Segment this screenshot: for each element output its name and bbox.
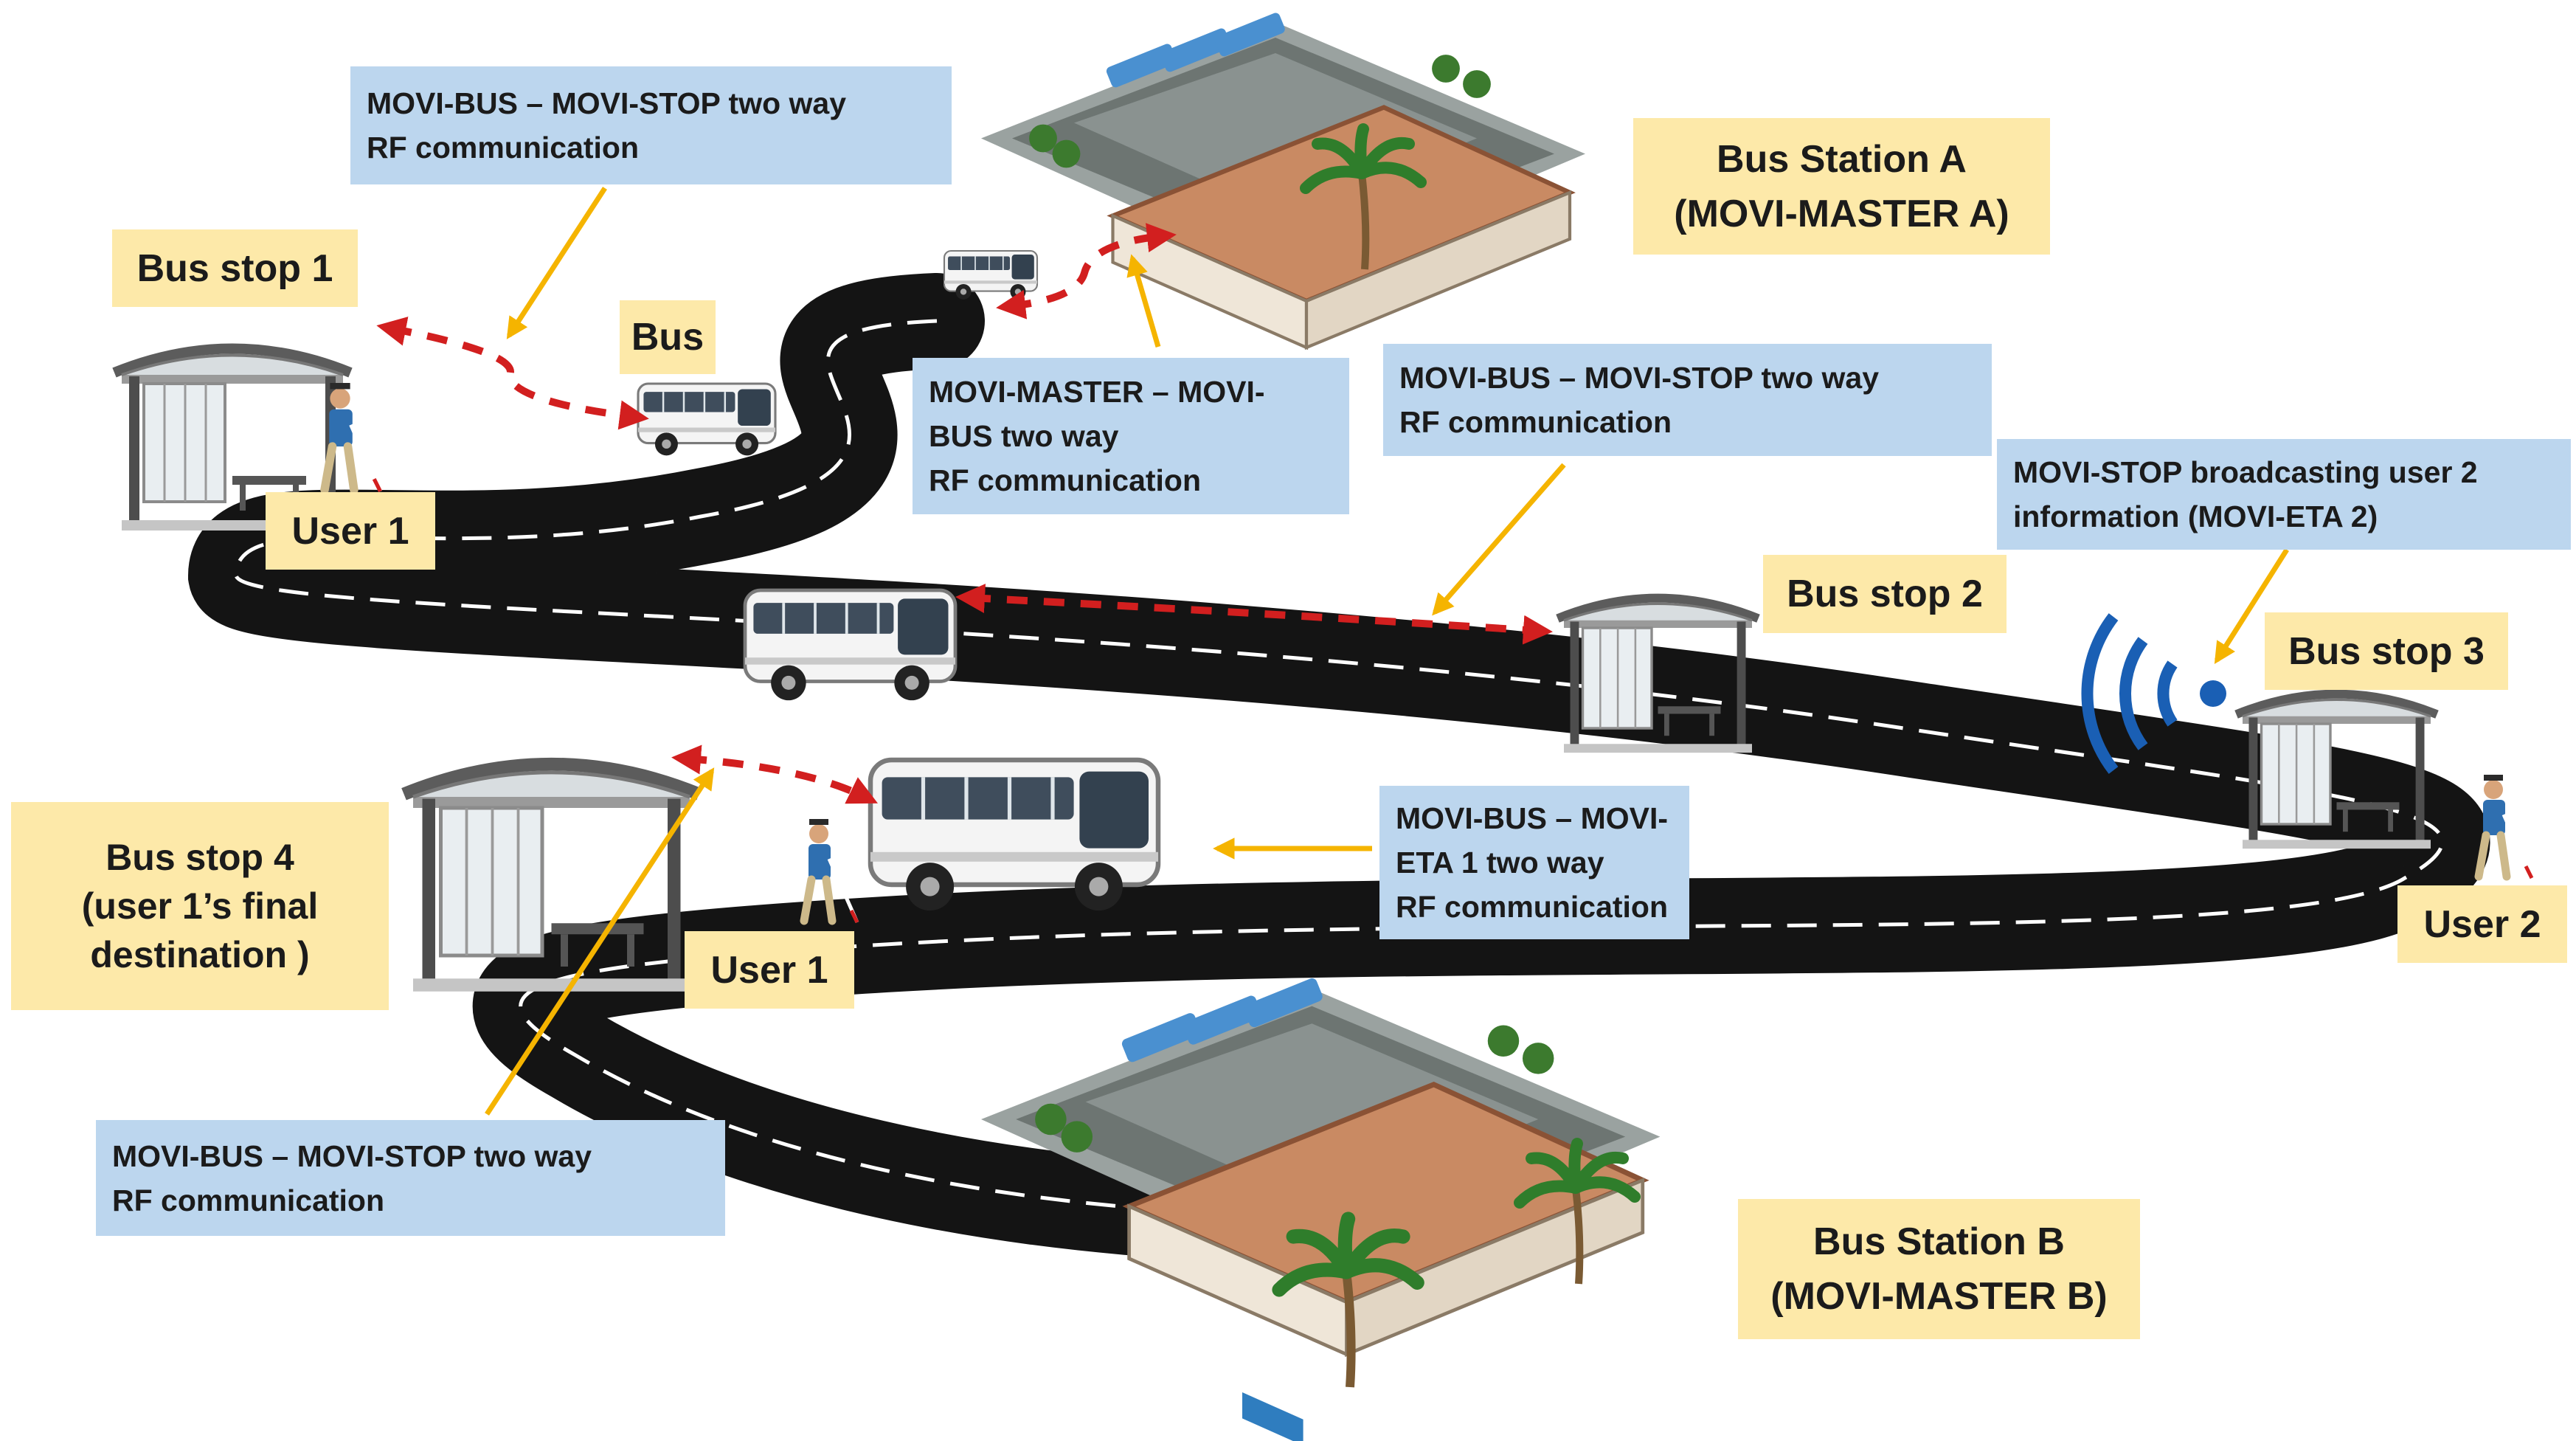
bus-icon [637, 382, 777, 457]
bus-station-a-subtitle: (MOVI-MASTER A) [1674, 192, 2009, 235]
callout-bus-stop-rf-bottom-left: MOVI-BUS – MOVI-STOP two way RF communic… [96, 1120, 725, 1236]
bus-stop-2-label: Bus stop 2 [1763, 555, 2007, 633]
bus-station-b-subtitle: (MOVI-MASTER B) [1770, 1275, 2108, 1318]
bus-stop-4-label: Bus stop 4 (user 1’s final destination ) [11, 802, 389, 1010]
rf-links [376, 223, 1553, 804]
callout-bus-stop-rf-top-left: MOVI-BUS – MOVI-STOP two way RF communic… [350, 66, 952, 184]
callout-bus-eta-rf: MOVI-BUS – MOVI- ETA 1 two way RF commun… [1379, 786, 1689, 939]
wireless-signal-icon [2081, 613, 2226, 774]
user-1-top-label: User 1 [266, 492, 435, 570]
bus-icon [745, 590, 955, 700]
user-2-label: User 2 [2397, 885, 2567, 963]
pedestrian-with-cane-icon [2479, 775, 2532, 878]
callout-master-bus-rf: MOVI-MASTER – MOVI- BUS two way RF commu… [913, 358, 1349, 514]
bus-station-a-label: Bus Station A (MOVI-MASTER A) [1633, 118, 2050, 255]
bus-icon [870, 760, 1158, 910]
bus-station-b-title: Bus Station B [1813, 1220, 2065, 1263]
user-1-bottom-label: User 1 [685, 931, 854, 1009]
bus-station-b-label: Bus Station B (MOVI-MASTER B) [1738, 1199, 2140, 1339]
bus-icon [943, 249, 1039, 300]
callout-arrows [485, 187, 2289, 1116]
callout-bus-stop-rf-middle: MOVI-BUS – MOVI-STOP two way RF communic… [1383, 344, 1992, 456]
bus-stop-3-label: Bus stop 3 [2265, 612, 2508, 690]
bus-label: Bus [620, 300, 716, 374]
callout-broadcast-eta: MOVI-STOP broadcasting user 2 informatio… [1997, 439, 2571, 550]
bus-stop-1-label: Bus stop 1 [112, 229, 358, 307]
bus-station-a-title: Bus Station A [1717, 137, 1967, 181]
